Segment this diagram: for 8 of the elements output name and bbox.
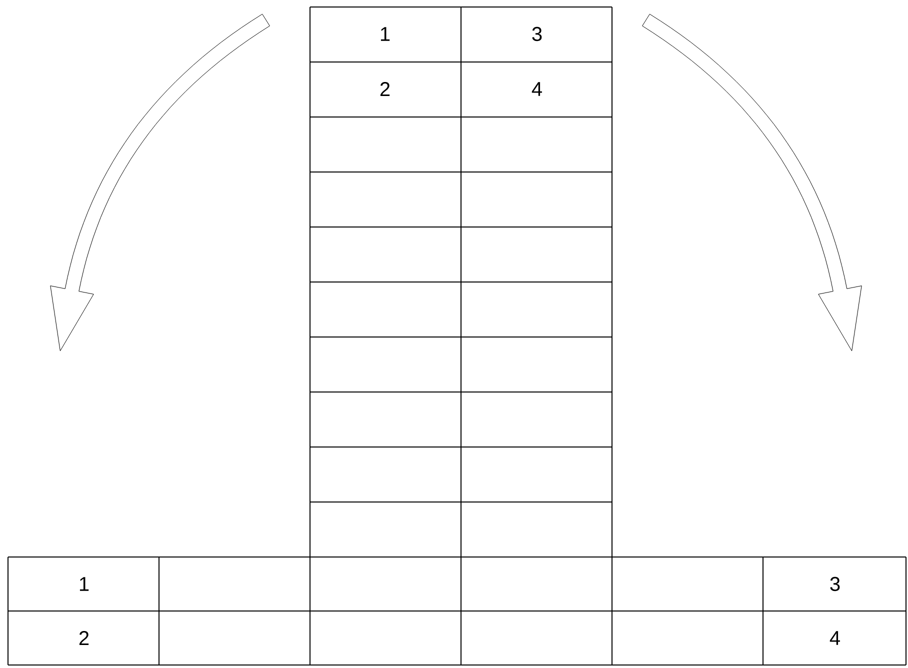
- cell-number: 2: [380, 82, 390, 96]
- cell-number: 4: [830, 631, 840, 645]
- cell-number: 3: [830, 576, 840, 592]
- cell-number: 2: [79, 631, 89, 645]
- cell-number: 1: [380, 27, 390, 41]
- cell-number: 4: [532, 82, 542, 96]
- cell-number: 3: [532, 26, 542, 42]
- cell-number: 1: [80, 577, 89, 591]
